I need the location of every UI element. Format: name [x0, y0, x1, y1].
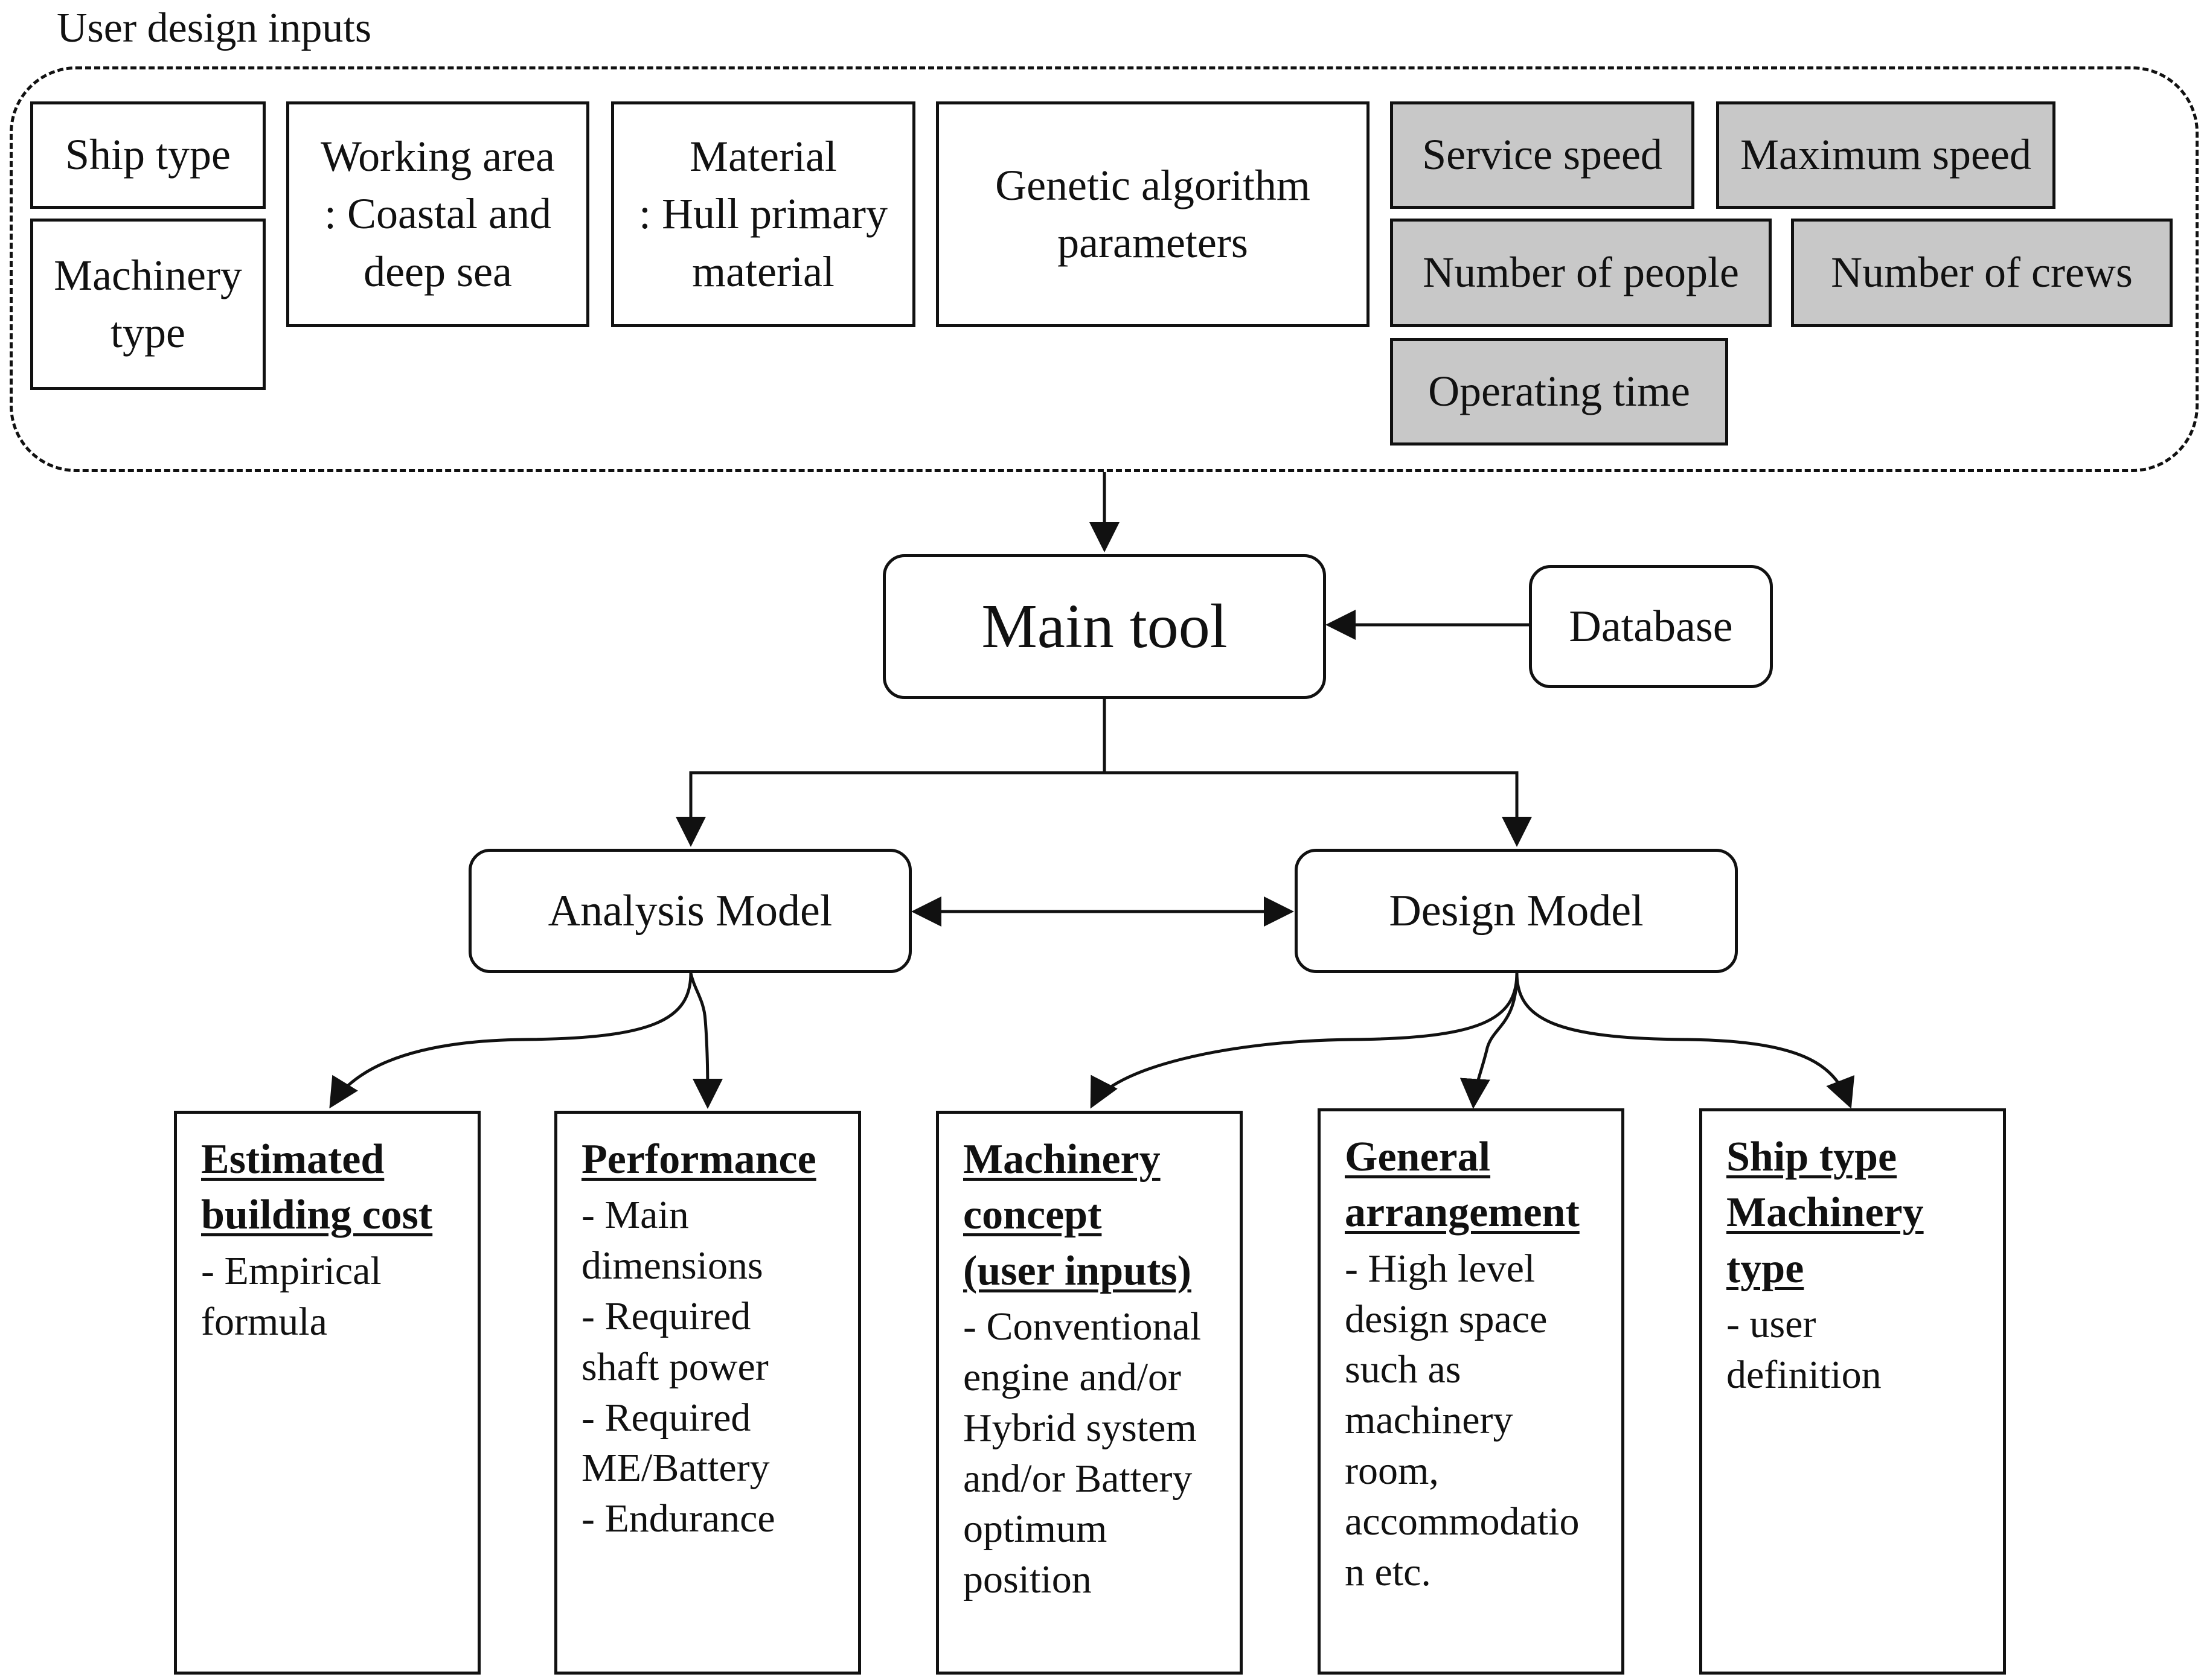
output-estimated-building-cost: Estimated building cost - Empirical form…	[174, 1111, 481, 1675]
input-ship-type: Ship type	[30, 101, 266, 209]
arrangement-title-line-2: arrangement	[1345, 1189, 1580, 1236]
user-design-inputs-group	[10, 66, 2199, 472]
input-operating-time: Operating time	[1390, 338, 1728, 446]
working-area-line-3: deep sea	[364, 247, 512, 296]
input-maximum-speed: Maximum speed	[1716, 101, 2055, 209]
cost-title-line-2: building cost	[201, 1192, 433, 1239]
output-estimated-building-cost-body: - Empirical formula	[201, 1248, 382, 1344]
user-design-inputs-label: User design inputs	[57, 5, 372, 51]
analysis-model-node: Analysis Model	[469, 849, 912, 973]
output-performance-title: Performance	[581, 1132, 840, 1187]
input-machinery-type-text: Machinery type	[54, 247, 242, 362]
database-label: Database	[1569, 601, 1733, 651]
input-maximum-speed-text: Maximum speed	[1740, 130, 2031, 179]
machinery-type-line-1: Machinery	[54, 251, 242, 299]
output-estimated-building-cost-title: Estimated building cost	[201, 1132, 460, 1244]
analysis-model-label: Analysis Model	[548, 886, 833, 936]
input-service-speed: Service speed	[1390, 101, 1694, 209]
main-tool-label: Main tool	[981, 591, 1228, 661]
machinery-type-line-2: type	[111, 308, 185, 357]
output-performance-body: - Main dimensions - Required shaft power…	[581, 1193, 775, 1541]
shiptype-title-line-1: Ship type	[1726, 1134, 1897, 1180]
input-service-speed-text: Service speed	[1422, 130, 1662, 179]
output-general-arrangement-title: General arrangement	[1345, 1129, 1603, 1241]
shiptype-title-line-2: Machinery	[1726, 1189, 1924, 1236]
arrangement-title-line-1: General	[1345, 1134, 1491, 1180]
input-ga-parameters-text: Genetic algorithm parameters	[995, 157, 1310, 272]
material-line-1: Material	[690, 132, 837, 181]
output-machinery-concept-title: Machinery concept (user inputs)	[963, 1132, 1222, 1299]
arrow-design-to-arrangement	[1459, 973, 1519, 1109]
output-performance: Performance - Main dimensions - Required…	[554, 1111, 861, 1675]
output-general-arrangement-body: - High level design space such as machin…	[1345, 1246, 1580, 1594]
output-machinery-concept-body: - Conventional engine and/or Hybrid syst…	[963, 1305, 1202, 1602]
material-line-2: : Hull primary	[639, 190, 888, 238]
input-material-text: Material : Hull primary material	[639, 128, 888, 300]
arrow-design-to-shiptype	[1515, 973, 1855, 1109]
output-ship-type-machinery-type: Ship type Machinery type - user definiti…	[1699, 1108, 2006, 1675]
input-machinery-type: Machinery type	[30, 219, 266, 390]
input-number-of-people: Number of people	[1390, 219, 1772, 327]
arrow-analysis-to-cost	[329, 973, 693, 1109]
output-general-arrangement: General arrangement - High level design …	[1318, 1108, 1624, 1675]
shiptype-title-line-3: type	[1726, 1245, 1804, 1292]
input-working-area: Working area : Coastal and deep sea	[286, 101, 589, 327]
output-ship-type-machinery-type-body: - user definition	[1726, 1302, 1882, 1397]
working-area-line-2: : Coastal and	[324, 190, 551, 238]
database-node: Database	[1529, 565, 1773, 688]
input-number-of-people-text: Number of people	[1423, 248, 1739, 297]
material-line-3: material	[692, 247, 835, 296]
input-working-area-text: Working area : Coastal and deep sea	[321, 128, 555, 300]
main-tool-node: Main tool	[883, 554, 1326, 699]
arrow-design-to-machinery	[1090, 973, 1519, 1109]
machinery-title-line-1: Machinery	[963, 1136, 1161, 1183]
input-number-of-crews: Number of crews	[1791, 219, 2173, 327]
ga-params-line-2: parameters	[1057, 219, 1248, 267]
design-model-label: Design Model	[1389, 886, 1644, 936]
line-main-tool-branch	[676, 699, 1106, 847]
design-model-node: Design Model	[1295, 849, 1738, 973]
input-operating-time-text: Operating time	[1428, 367, 1690, 416]
input-ship-type-text: Ship type	[65, 130, 231, 179]
output-machinery-concept: Machinery concept (user inputs) - Conven…	[936, 1111, 1243, 1675]
line-main-tool-branch-right	[1104, 771, 1532, 847]
machinery-title-line-3: (user inputs)	[963, 1247, 1191, 1294]
cost-title-line-1: Estimated	[201, 1136, 385, 1183]
working-area-line-1: Working area	[320, 132, 556, 181]
input-material: Material : Hull primary material	[611, 101, 915, 327]
input-ga-parameters: Genetic algorithm parameters	[936, 101, 1370, 327]
output-ship-type-machinery-type-title: Ship type Machinery type	[1726, 1129, 1985, 1297]
performance-title-line-1: Performance	[581, 1136, 816, 1183]
ga-params-line-1: Genetic algorithm	[995, 161, 1310, 209]
machinery-title-line-2: concept	[963, 1192, 1102, 1239]
arrow-analysis-to-performance	[689, 973, 723, 1109]
input-number-of-crews-text: Number of crews	[1831, 248, 2133, 297]
